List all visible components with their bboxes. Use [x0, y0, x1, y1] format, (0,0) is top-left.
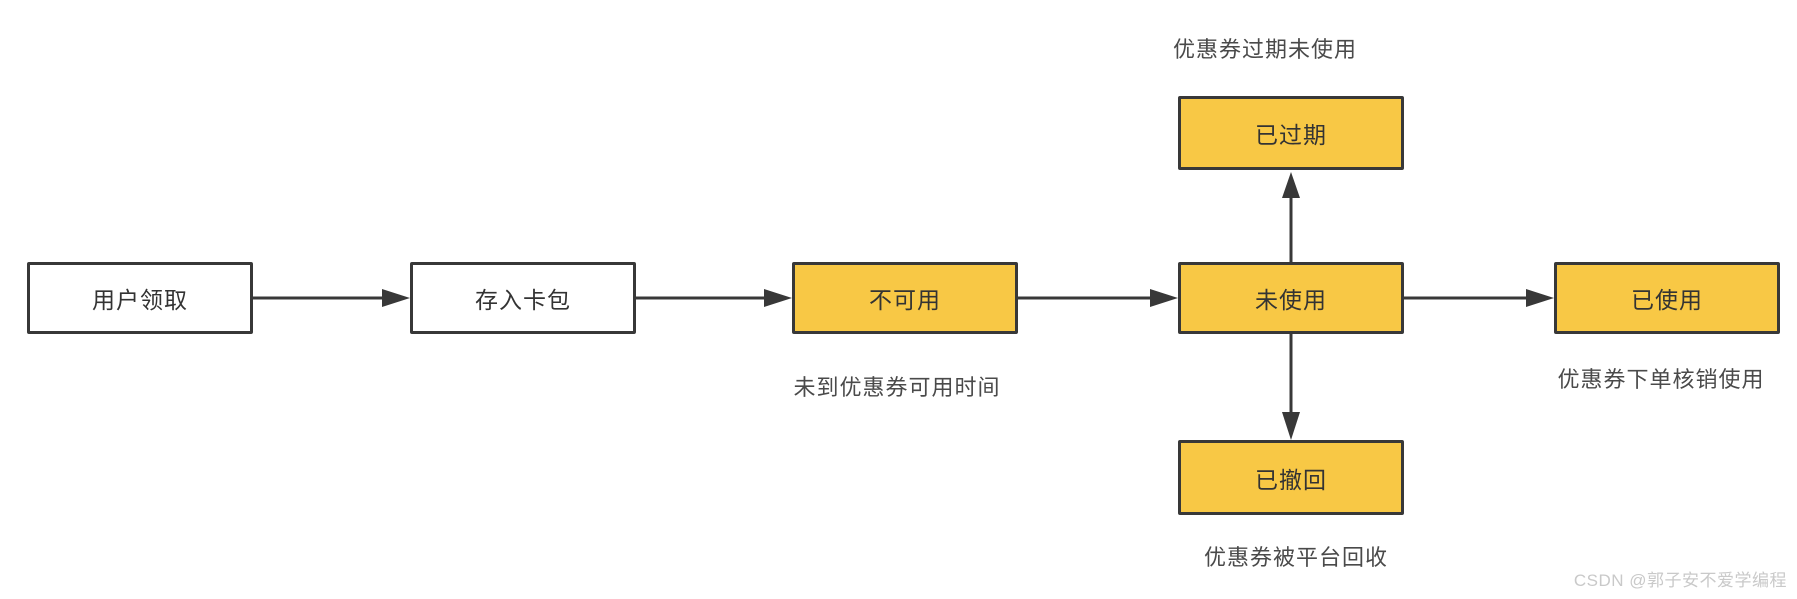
node-unused: 未使用: [1178, 262, 1404, 334]
node-expired: 已过期: [1178, 96, 1404, 170]
node-unavailable: 不可用: [792, 262, 1018, 334]
arrow-unused-to-expired: [1282, 172, 1300, 262]
annotation-order-redeemed: 优惠券下单核销使用: [1557, 367, 1765, 392]
arrow-unused-to-revoked: [1282, 334, 1300, 440]
arrow-claim-to-wallet: [253, 289, 410, 307]
annotation-expired-unused: 优惠券过期未使用: [1172, 37, 1358, 62]
annotation-not-yet-available: 未到优惠券可用时间: [793, 375, 1001, 400]
arrow-unused-to-used: [1404, 289, 1554, 307]
node-used: 已使用: [1554, 262, 1780, 334]
csdn-watermark: CSDN @郭子安不爱学编程: [1573, 571, 1787, 590]
annotation-platform-recalled: 优惠券被平台回收: [1203, 545, 1389, 570]
node-revoked: 已撤回: [1178, 440, 1404, 515]
arrow-wallet-to-unavailable: [636, 289, 792, 307]
node-user-claim: 用户领取: [27, 262, 253, 334]
node-store-card-wallet: 存入卡包: [410, 262, 636, 334]
arrow-unavailable-to-unused: [1018, 289, 1178, 307]
